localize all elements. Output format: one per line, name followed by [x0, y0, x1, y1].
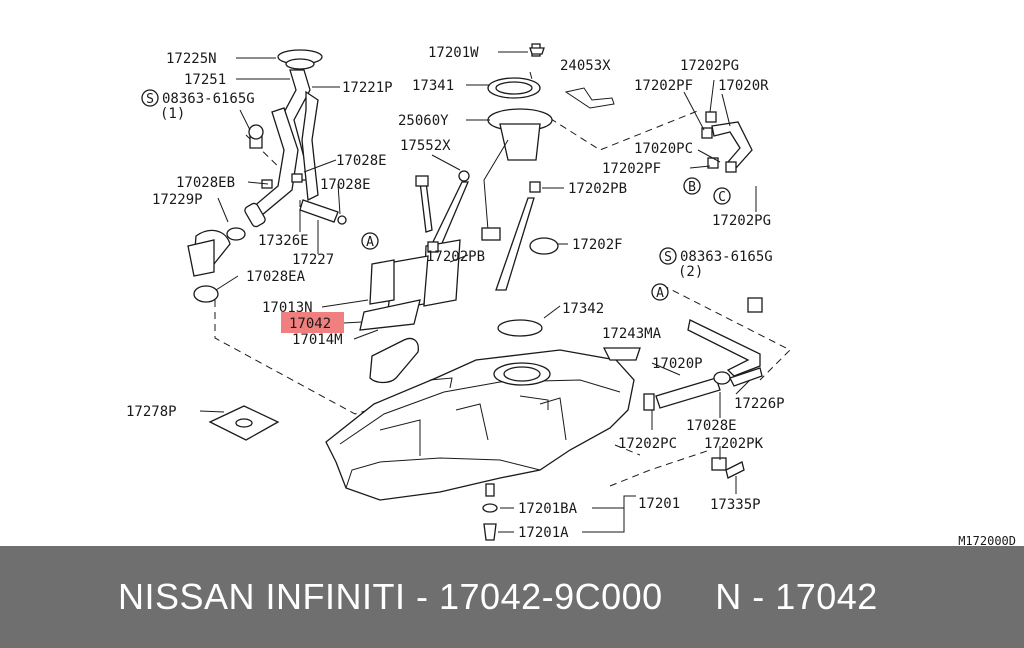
label-17226P: 17226P: [734, 396, 785, 412]
label-17342: 17342: [562, 301, 604, 317]
circle-s-marker-2: S: [664, 250, 672, 265]
label-17202PC: 17202PC: [618, 436, 677, 452]
label-screw-2-qty: (2): [678, 264, 703, 280]
label-17278P: 17278P: [126, 404, 177, 420]
label-17202PF-top: 17202PF: [634, 78, 693, 94]
circle-a-marker-2: A: [656, 286, 664, 301]
label-17202PK: 17202PK: [704, 436, 764, 452]
label-17013N: 17013N: [262, 300, 313, 316]
label-17225N: 17225N: [166, 51, 217, 67]
circle-b-marker: B: [688, 180, 696, 195]
label-24053X: 24053X: [560, 58, 611, 74]
label-17243MA: 17243MA: [602, 326, 662, 342]
label-17028EB: 17028EB: [176, 175, 235, 191]
footer-bar: NISSAN INFINITI - 17042-9C000 N - 17042: [0, 546, 1024, 648]
label-17020P: 17020P: [652, 356, 703, 372]
label-17227: 17227: [292, 252, 334, 268]
label-17552X: 17552X: [400, 138, 451, 154]
vent-hose-assembly: [482, 87, 763, 541]
label-17028E-top: 17028E: [336, 153, 387, 169]
circle-a-marker-1: A: [366, 235, 374, 250]
label-17341: 17341: [412, 78, 454, 94]
label-17014M: 17014M: [292, 332, 343, 348]
label-25060Y: 25060Y: [398, 113, 449, 129]
label-17202F: 17202F: [572, 237, 623, 253]
part-number-caption: NISSAN INFINITI - 17042-9C000 N - 17042: [118, 576, 878, 617]
label-17202PG-bottom: 17202PG: [712, 213, 771, 229]
fuel-tank: [208, 319, 641, 501]
label-17335P: 17335P: [710, 497, 761, 513]
highlight-box: [281, 312, 344, 333]
label-screw-2: 08363-6165G: [680, 249, 773, 265]
circle-s-marker-1: S: [146, 92, 154, 107]
label-17201W: 17201W: [428, 45, 479, 61]
label-17221P: 17221P: [342, 80, 393, 96]
fuel-tank-parts-diagram: S S A A B C 17225N 17251 17221P 08363-61…: [126, 43, 1016, 546]
label-17202PB-mid: 17202PB: [426, 249, 485, 265]
filler-neck-assembly: [187, 49, 347, 303]
label-screw-1: 08363-6165G: [162, 91, 255, 107]
label-17202PB-top: 17202PB: [568, 181, 627, 197]
label-17028E-mid: 17028E: [320, 177, 371, 193]
figure-code: M172000D: [958, 534, 1016, 546]
label-17201A: 17201A: [518, 525, 569, 541]
label-17326E: 17326E: [258, 233, 309, 249]
circle-c-marker: C: [718, 190, 726, 205]
fuel-pump-assembly: [359, 43, 559, 384]
label-17202PF-mid: 17202PF: [602, 161, 661, 177]
label-17020PC: 17020PC: [634, 141, 693, 157]
label-17042: 17042: [289, 316, 331, 332]
label-17028EA: 17028EA: [246, 269, 306, 285]
label-17028E-bottom: 17028E: [686, 418, 737, 434]
circle-markers: S S A A B C: [141, 89, 731, 301]
leader-lines: [199, 51, 757, 533]
label-screw-1-qty: (1): [160, 106, 185, 122]
label-17202PG-top: 17202PG: [680, 58, 739, 74]
label-17020R: 17020R: [718, 78, 769, 94]
part-labels: 17225N 17251 17221P 08363-6165G (1) 1702…: [126, 45, 1016, 546]
label-17229P: 17229P: [152, 192, 203, 208]
label-17251: 17251: [184, 72, 226, 88]
label-17201: 17201: [638, 496, 680, 512]
label-17201BA: 17201BA: [518, 501, 578, 517]
